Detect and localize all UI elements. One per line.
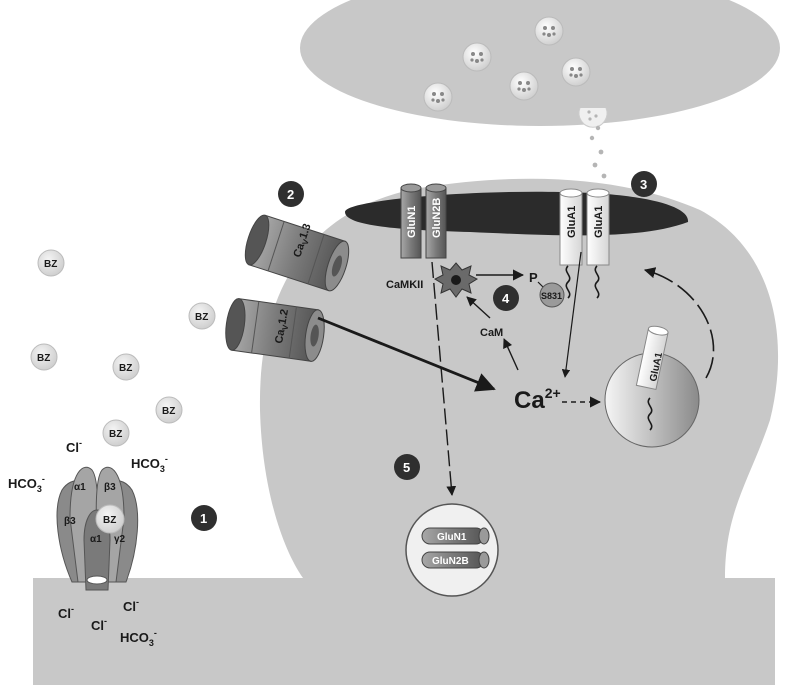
svg-text:BZ: BZ [44,259,57,270]
chloride-ion: Cl- [123,597,139,614]
svg-text:BZ: BZ [195,312,208,323]
svg-text:2: 2 [287,187,294,202]
synaptic-vesicle [423,82,453,112]
cav13-channel [244,214,350,292]
svg-text:1: 1 [200,511,207,526]
camkii-label: CaMKII [386,279,423,291]
glun1-label: GluN1 [406,206,418,238]
fusing-vesicle [578,107,608,128]
chloride-ion: Cl- [66,438,82,455]
beta3-upper: β3 [104,482,116,493]
gabaa-receptor [56,466,139,591]
s831-site [539,282,565,308]
presynaptic-terminal [300,0,780,126]
svg-text:BZ: BZ [37,353,50,364]
glua1-tail-b [594,265,600,299]
endosome-glua1 [635,325,669,391]
glua1-label-a: GluA1 [566,206,578,238]
synaptic-vesicle [534,16,564,46]
svg-text:BZ: BZ [119,363,132,374]
dendrite-shaft [33,578,775,685]
svg-text:BZ: BZ [109,429,122,440]
cav13-label: CaV1.3 [291,222,315,259]
bicarbonate-ion: HCO3- [120,628,157,648]
vesicle-glun1-label: GluN1 [437,532,467,543]
benzodiazepine-molecule: BZ [112,353,140,381]
pathway-arrows [317,251,715,496]
benzodiazepine-molecule: BZ [102,419,130,447]
bicarbonate-ion: HCO3- [131,454,168,474]
alpha1-lower: α1 [90,534,102,545]
benzodiazepine-molecule: BZ [188,302,216,330]
gamma2-label: γ2 [114,534,126,545]
phospho-label: P [529,270,538,285]
step-marker-1: 1 [191,505,217,531]
glun2b-label: GluN2B [431,198,443,238]
glua1-label-b: GluA1 [593,206,605,238]
bound-benzodiazepine: BZ [95,504,125,534]
glutamate-release-dots [587,110,607,179]
svg-text:BZ: BZ [162,406,175,417]
ampa-receptor [559,188,610,266]
svg-text:4: 4 [502,291,510,306]
svg-text:BZ: BZ [103,515,116,526]
synaptic-vesicle [462,42,492,72]
step-marker-3: 3 [631,171,657,197]
synaptic-vesicle [561,57,591,87]
internalized-glun1 [421,527,490,545]
step-marker-5: 5 [394,454,420,480]
benzodiazepine-molecule: BZ [30,343,58,371]
beta3-lower: β3 [64,516,76,527]
chloride-ion: Cl- [91,616,107,633]
dendritic-spine [259,178,779,578]
calcium-label: Ca2+ [514,385,561,414]
nmda-receptor [400,183,447,259]
internalized-nmda-vesicle [405,503,499,597]
cam-label: CaM [480,327,503,339]
benzodiazepine-molecule: BZ [155,396,183,424]
cav12-channel [225,298,325,362]
cav12-label: CaV1.2 [273,308,293,345]
step-marker-4: 4 [493,285,519,311]
bicarbonate-ion: HCO3- [8,474,45,494]
chloride-ion: Cl- [58,604,74,621]
internalized-glun2b [421,551,490,569]
s831-label: S831 [541,291,562,301]
svg-text:5: 5 [403,460,410,475]
alpha1-upper: α1 [74,482,86,493]
benzodiazepine-molecule: BZ [37,249,65,277]
svg-text:3: 3 [640,177,647,192]
vesicle-glun2b-label: GluN2B [432,556,469,567]
step-marker-2: 2 [278,181,304,207]
glua1-tail-a [565,265,571,299]
synaptic-vesicle [509,71,539,101]
